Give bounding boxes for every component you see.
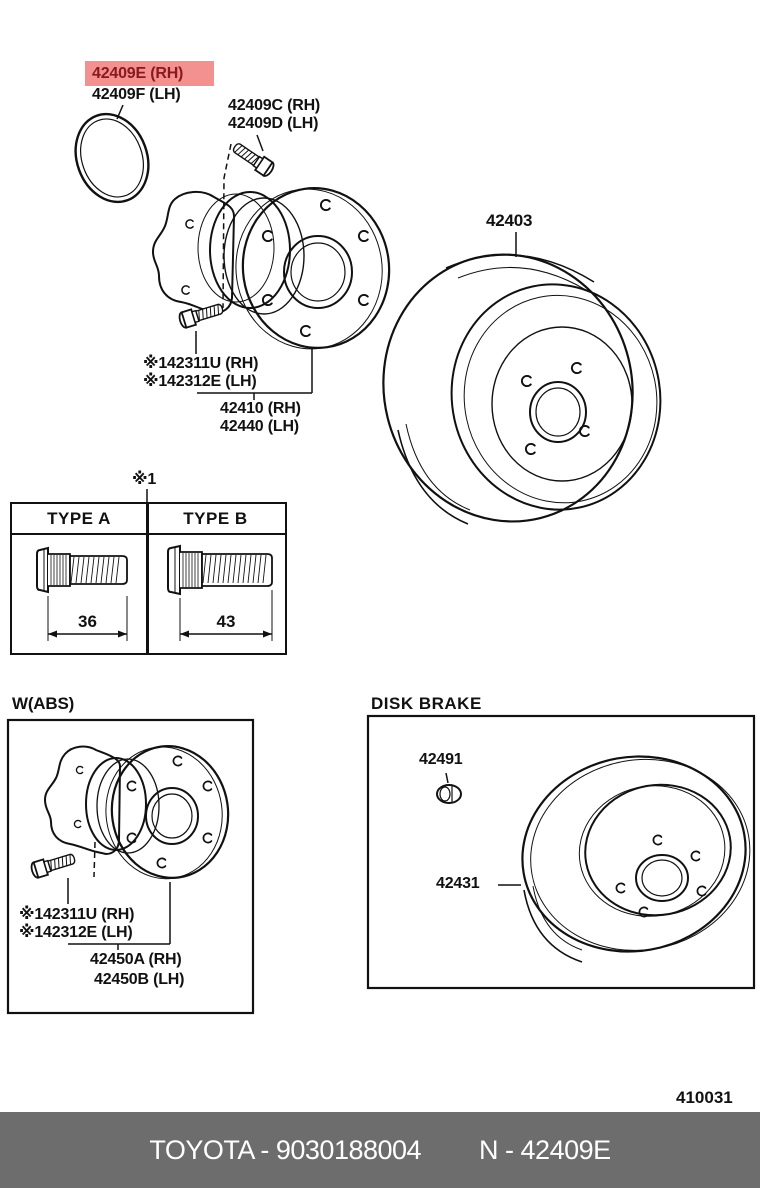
lock-nut-drawing	[436, 784, 462, 804]
axle-hub-upper-drawing	[151, 187, 391, 350]
stud-length-type-b: 43	[216, 612, 236, 631]
callout-wheel-stud-upper-lh[interactable]: ※142312E (LH)	[143, 373, 257, 390]
abs-section-title: W(ABS)	[12, 694, 75, 713]
callout-abs-axle-hub-lh[interactable]: 42450B (LH)	[94, 971, 185, 988]
stud-table-header-type-a: TYPE A	[47, 508, 111, 528]
stud-table-header-type-b: TYPE B	[183, 508, 248, 528]
footer-bar: TOYOTA - 9030188004 N - 42409E	[0, 1112, 760, 1188]
stud-table-divider	[146, 504, 149, 653]
brake-drum-drawing	[382, 253, 662, 525]
disk-brake-section-title: DISK BRAKE	[371, 694, 482, 713]
callout-seal-lh[interactable]: 42409F (LH)	[92, 86, 181, 103]
callout-abs-axle-hub-rh[interactable]: 42450A (RH)	[90, 951, 182, 968]
callout-brake-drum[interactable]: 42403	[486, 211, 533, 230]
callout-axle-hub-lh[interactable]: 42440 (LH)	[220, 418, 299, 435]
stud-type-table: TYPE A TYPE B	[10, 502, 287, 655]
callout-hub-bolt-rh[interactable]: 42409C (RH)	[228, 97, 321, 114]
abs-section-box	[6, 718, 255, 1015]
callout-seal-rh: 42409E (RH)	[92, 64, 184, 82]
disc-rotor-drawing	[521, 755, 751, 963]
wheel-stud-upper-drawing	[176, 299, 226, 330]
callout-abs-wheel-stud-lh[interactable]: ※142312E (LH)	[19, 924, 133, 941]
callout-abs-wheel-stud-rh[interactable]: ※142311U (RH)	[19, 906, 135, 923]
callout-wheel-stud-upper-rh[interactable]: ※142311U (RH)	[143, 355, 259, 372]
callout-lock-nut[interactable]: 42491	[419, 751, 463, 768]
footer-part-ref: N - 42409E	[479, 1134, 611, 1165]
oring-drawing	[74, 112, 150, 204]
axle-hub-abs-drawing	[28, 745, 230, 880]
footer-catalog-text: TOYOTA - 9030188004	[149, 1134, 422, 1165]
figure-code: 410031	[676, 1088, 733, 1107]
callout-axle-hub-rh[interactable]: 42410 (RH)	[220, 400, 301, 417]
selected-part-highlight[interactable]: 42409E (RH)	[85, 61, 214, 86]
hub-bolt-upper-drawing	[229, 139, 277, 179]
callout-hub-bolt-lh[interactable]: 42409D (LH)	[228, 115, 319, 132]
callout-disc-rotor[interactable]: 42431	[436, 875, 480, 892]
stud-note-ref: ※1	[132, 471, 157, 488]
stud-length-type-a: 36	[78, 612, 97, 631]
